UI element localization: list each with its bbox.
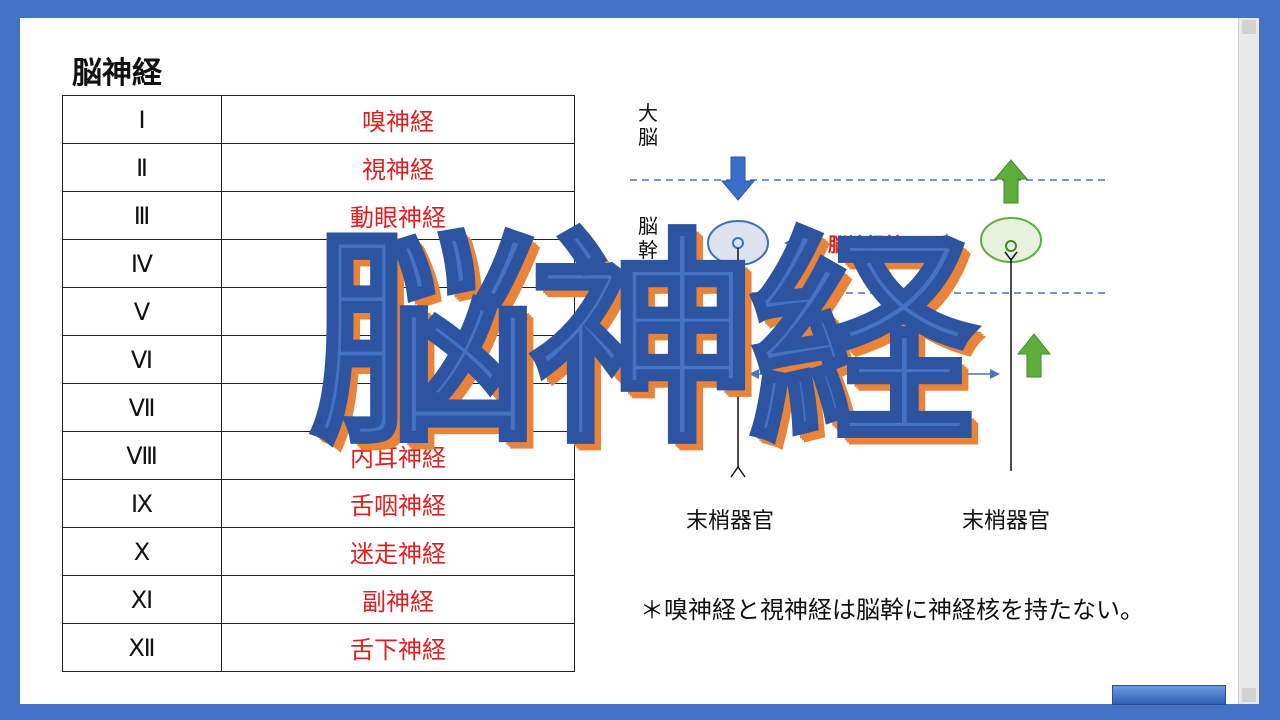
nerve-name-cell: 副神経	[221, 575, 575, 624]
peripheral-arrowhead-right	[990, 369, 1000, 379]
nerve-name-cell: 内耳神経	[221, 431, 575, 480]
nerve-number-cell: Ⅶ	[62, 383, 222, 432]
vertical-scrollbar[interactable]	[1238, 18, 1259, 704]
lower-up-arrow-icon	[1016, 333, 1052, 378]
cerebrum-label: 大脳	[638, 101, 658, 149]
table-row: Ⅳ	[62, 239, 575, 288]
nerve-name-cell: 嗅神経	[221, 95, 575, 144]
nerve-name-cell	[221, 335, 575, 384]
brainstem-label: 脳幹	[638, 214, 658, 262]
overlay-heading: 脳神経	[307, 211, 978, 474]
down-arrow-icon	[720, 156, 756, 201]
nerve-name-cell	[221, 239, 575, 288]
slide-title: 脳神経	[72, 56, 162, 91]
nerve-nucleus-label: 脳神経核	[826, 230, 907, 257]
nerve-name-cell	[221, 383, 575, 432]
nucleus-arrowhead-right	[954, 238, 964, 248]
up-arrow-icon	[993, 159, 1029, 204]
left-peripheral-organ-label: 末梢器官	[686, 509, 775, 534]
nerve-name-cell	[221, 287, 575, 336]
nerve-name-cell: 迷走神経	[221, 527, 575, 576]
scroll-up-arrow-icon[interactable]	[1242, 20, 1256, 34]
table-row: Ⅴ	[62, 287, 575, 336]
table-row: Ⅶ	[62, 383, 575, 432]
nucleus-arrowhead-left	[784, 238, 794, 248]
footnote: ＊嗅神経と視神経は脳幹に神経核を持たない。	[640, 596, 1144, 624]
left-nerve-ending	[730, 465, 746, 478]
efferent-pathway	[707, 156, 769, 478]
nerve-name-cell: 舌下神経	[221, 623, 575, 672]
nerve-number-cell: Ⅱ	[62, 143, 222, 192]
afferent-pathway	[980, 159, 1052, 471]
peripheral-arrowhead-left	[749, 369, 759, 379]
scroll-down-arrow-icon[interactable]	[1242, 688, 1256, 702]
nerve-number-cell: Ⅲ	[62, 191, 222, 240]
right-peripheral-organ-label: 末梢器官	[962, 509, 1051, 534]
nerve-number-cell: Ⅸ	[62, 479, 222, 528]
nerve-number-cell: Ⅻ	[62, 623, 222, 672]
slide-progress-bar[interactable]	[1112, 685, 1226, 705]
nerve-name-cell: 舌咽神経	[221, 479, 575, 528]
nerve-number-cell: Ⅹ	[62, 527, 222, 576]
nerve-number-cell: Ⅰ	[62, 95, 222, 144]
nerve-number-cell: Ⅺ	[62, 575, 222, 624]
nerve-name-cell: 動眼神経	[221, 191, 575, 240]
right-nucleus-cell	[1005, 240, 1017, 252]
